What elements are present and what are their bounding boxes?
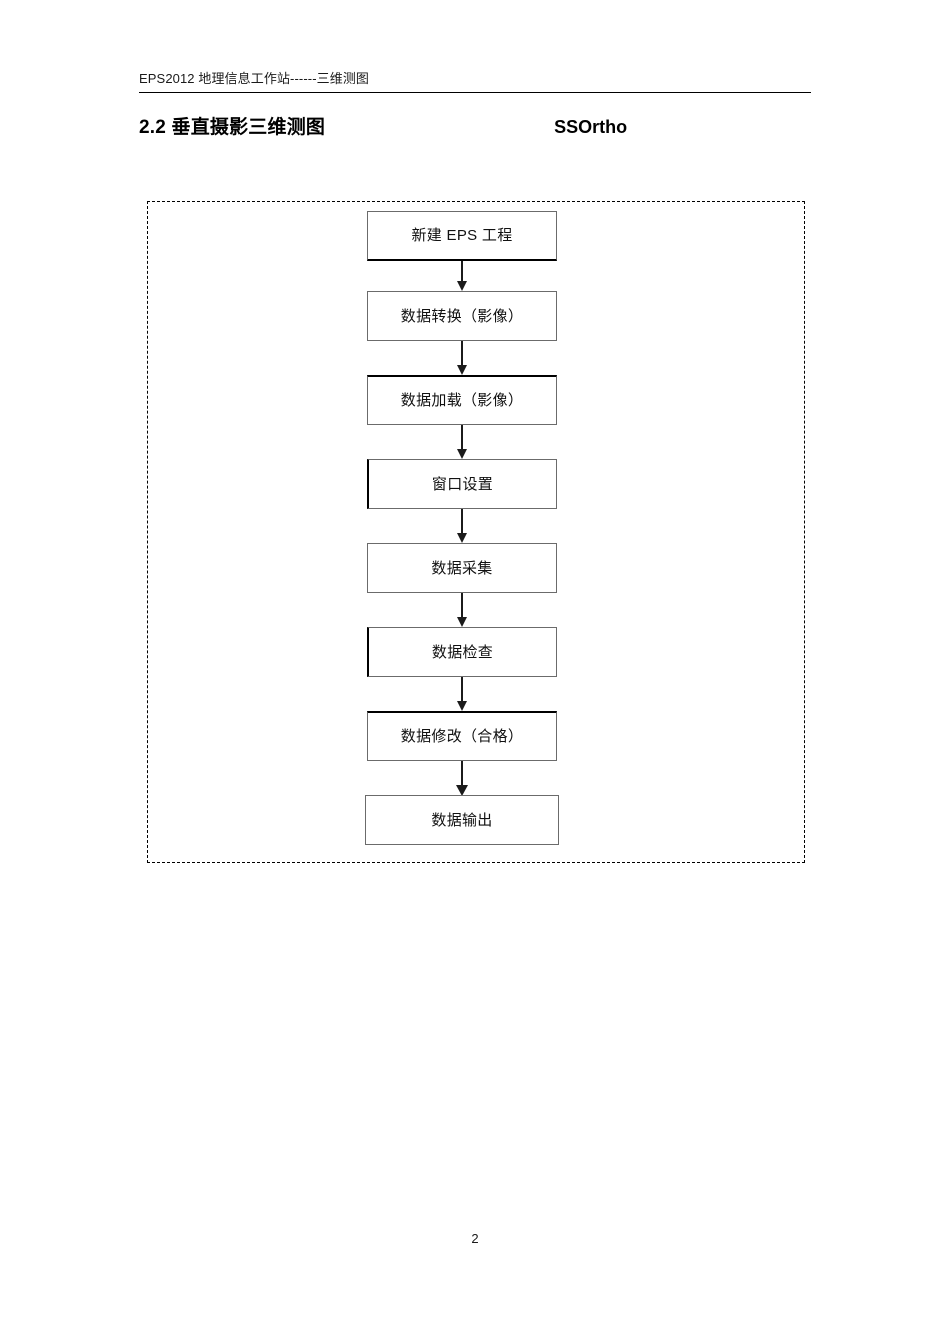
header-divider	[139, 92, 811, 93]
flow-node-label: 数据修改（合格）	[400, 728, 524, 745]
arrow-head-icon	[457, 701, 467, 711]
arrow-head-icon	[457, 617, 467, 627]
flow-node-data-collection[interactable]: 数据采集	[367, 543, 557, 593]
flowchart-column: 新建 EPS 工程 数据转换（影像） 数据加载（影像） 窗口设置	[364, 211, 560, 845]
running-header: EPS2012 地理信息工作站------三维测图	[139, 70, 811, 93]
flowchart-frame: 新建 EPS 工程 数据转换（影像） 数据加载（影像） 窗口设置	[147, 201, 805, 863]
running-header-text: EPS2012 地理信息工作站------三维测图	[139, 71, 370, 86]
arrow-shaft	[461, 677, 463, 703]
arrow-head-icon	[456, 785, 468, 796]
flow-node-data-conversion[interactable]: 数据转换（影像）	[367, 291, 557, 341]
arrow-shaft	[461, 341, 463, 367]
flow-node-window-settings[interactable]: 窗口设置	[367, 459, 557, 509]
flow-arrow-7	[456, 761, 468, 796]
flow-node-label: 数据采集	[431, 559, 493, 577]
flow-node-label: 数据加载（影像）	[400, 392, 524, 409]
flow-node-data-modify[interactable]: 数据修改（合格）	[367, 711, 557, 761]
flow-node-label: 新建 EPS 工程	[411, 227, 513, 244]
flow-node-label: 数据检查	[431, 643, 494, 661]
flow-node-label: 数据转换（影像）	[400, 307, 524, 325]
arrow-shaft	[461, 593, 463, 619]
flow-arrow-3	[457, 425, 467, 459]
flow-arrow-4	[457, 509, 467, 543]
arrow-shaft	[460, 761, 464, 787]
flow-node-new-eps-project[interactable]: 新建 EPS 工程	[367, 211, 557, 261]
flow-node-label: 窗口设置	[431, 475, 494, 493]
page-number: 2	[471, 1231, 479, 1246]
arrow-head-icon	[457, 449, 467, 459]
flow-arrow-1	[457, 261, 467, 291]
page-title: 2.2 垂直摄影三维测图	[139, 117, 326, 138]
flow-arrow-5	[457, 593, 467, 627]
arrow-shaft	[461, 425, 463, 451]
flow-node-data-check[interactable]: 数据检查	[367, 627, 557, 677]
flow-arrow-2	[457, 341, 467, 375]
flow-node-label: 数据输出	[431, 811, 493, 829]
arrow-head-icon	[457, 533, 467, 543]
arrow-shaft	[461, 509, 463, 535]
flow-node-data-output[interactable]: 数据输出	[365, 795, 559, 845]
flow-arrow-6	[457, 677, 467, 711]
section-heading-row: 2.2 垂直摄影三维测图 SSOrtho	[139, 112, 811, 139]
section-right-label: SSOrtho	[554, 117, 628, 137]
arrow-head-icon	[457, 365, 467, 375]
flow-node-data-load[interactable]: 数据加载（影像）	[367, 375, 557, 425]
arrow-shaft	[461, 261, 463, 283]
arrow-head-icon	[457, 281, 467, 291]
